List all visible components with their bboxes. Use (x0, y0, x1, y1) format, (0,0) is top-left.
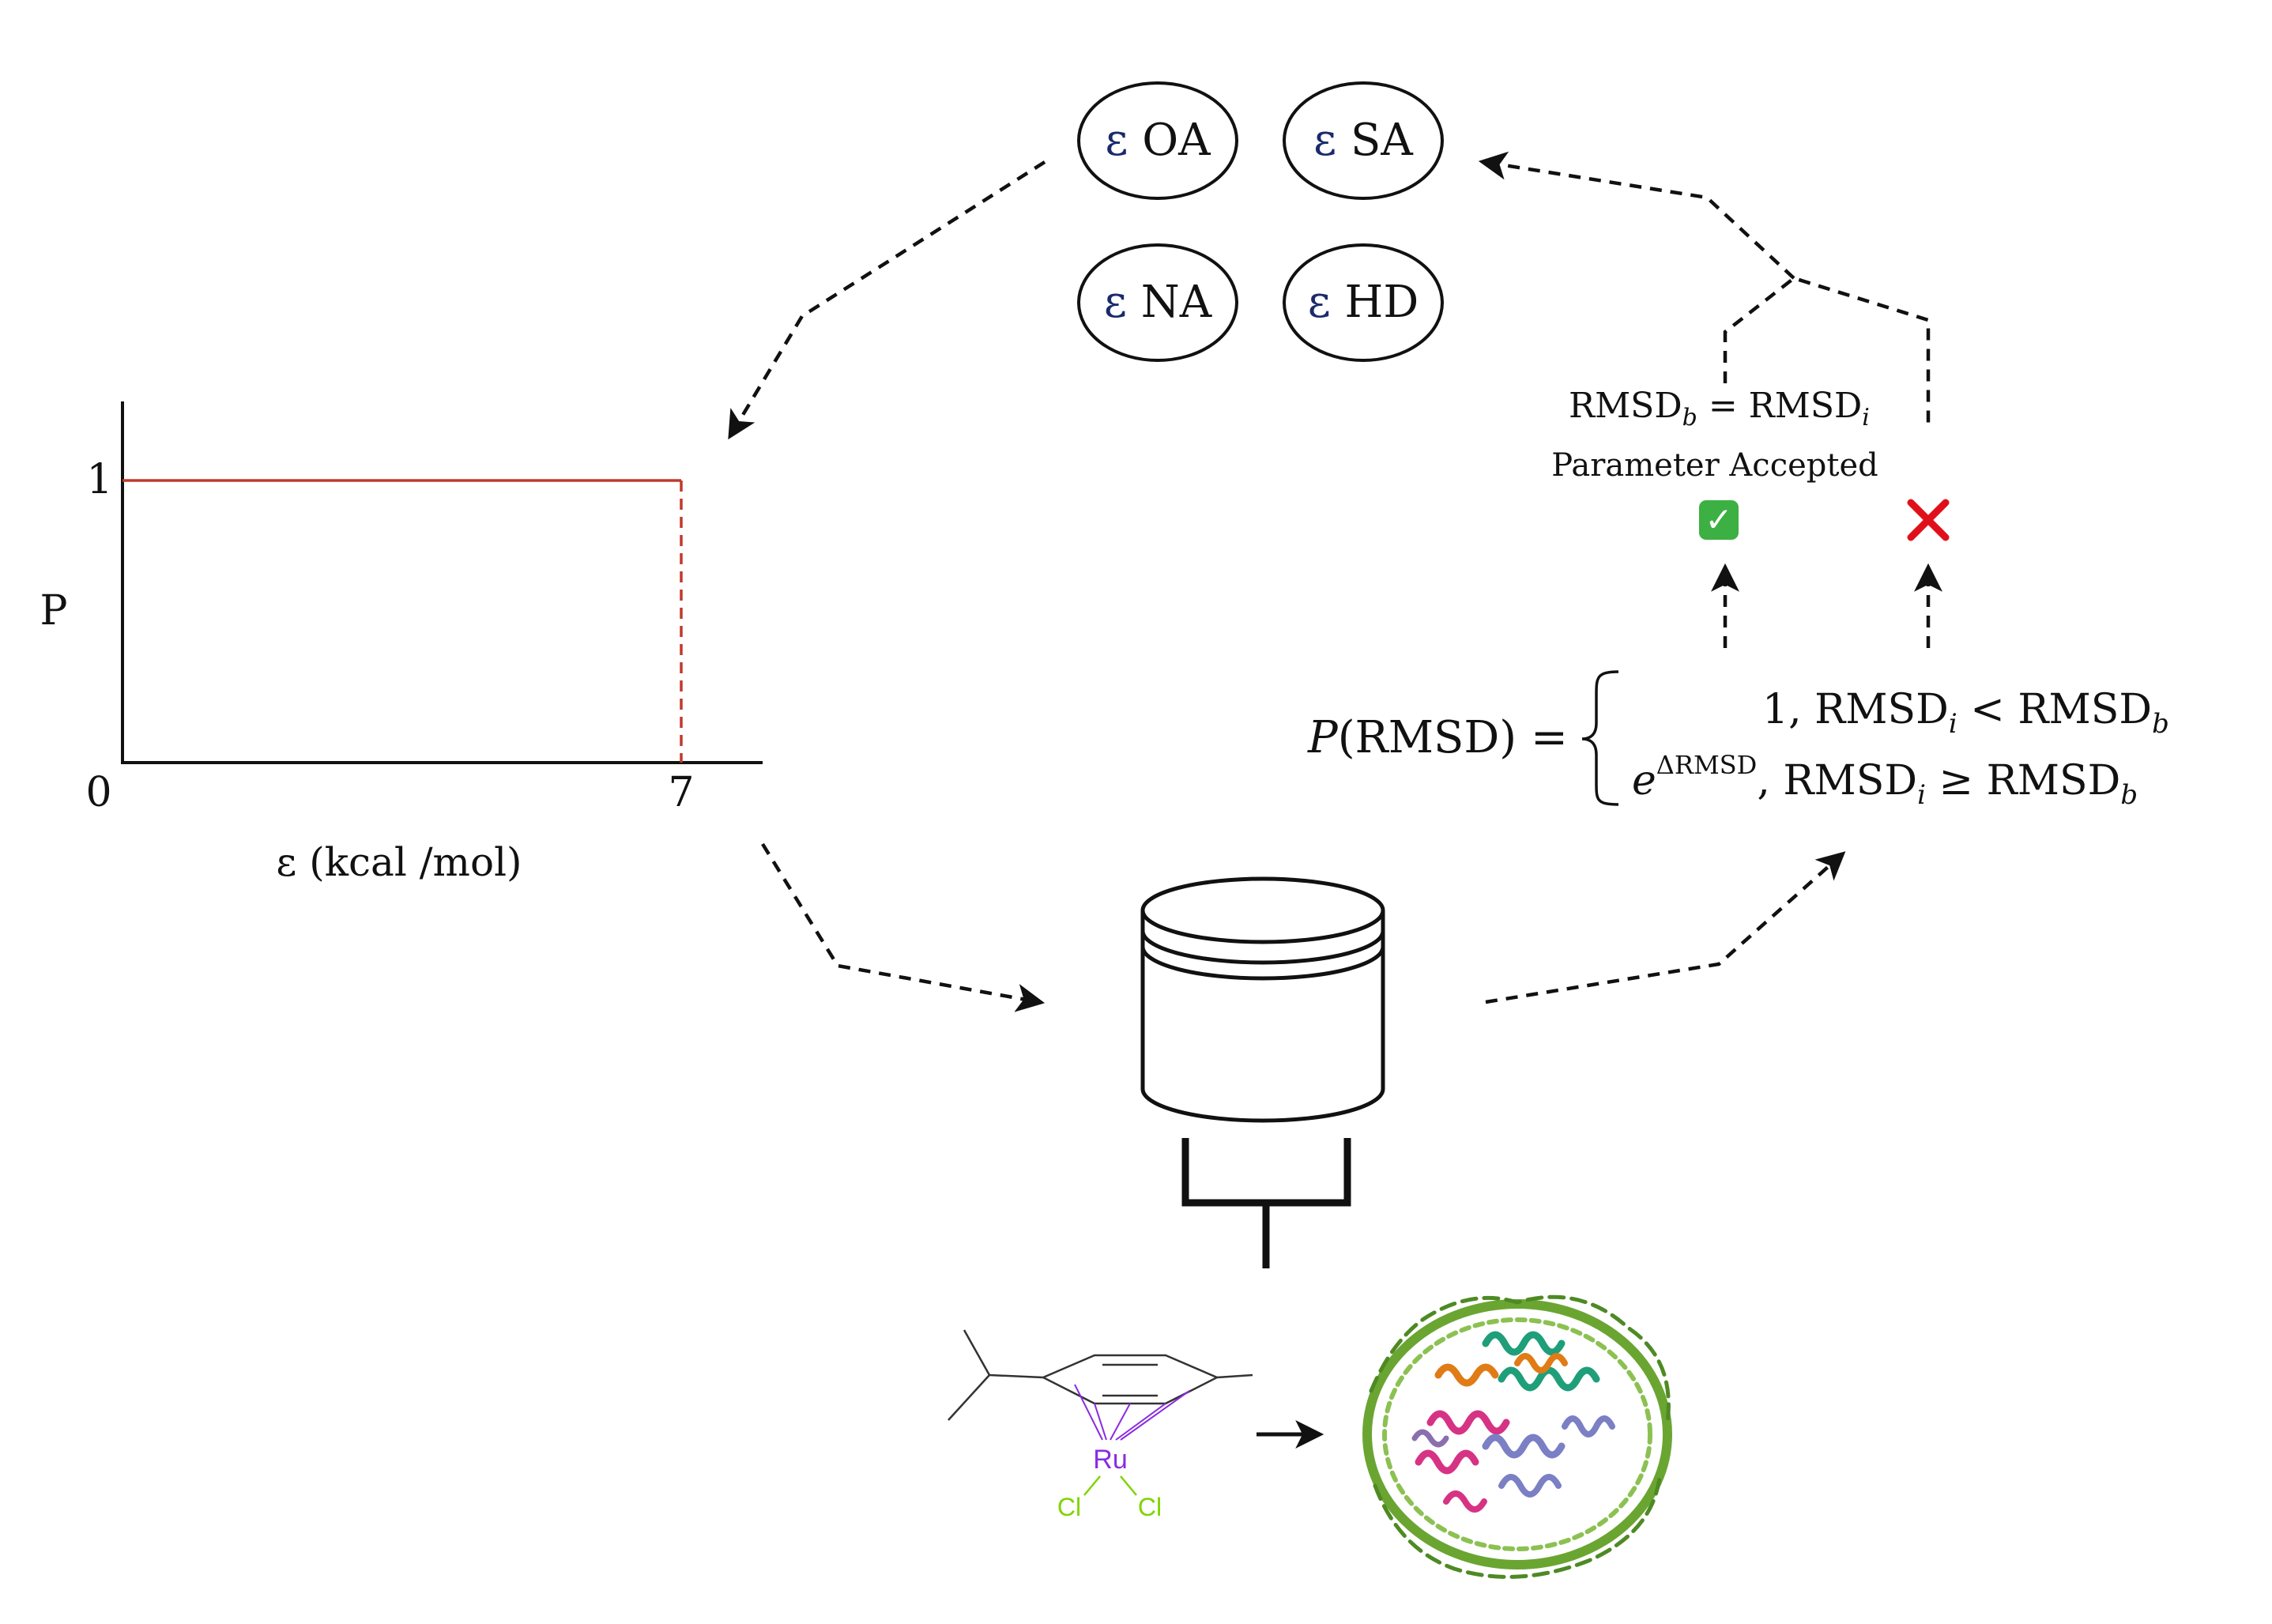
case-1: 1, RMSDi < RMSDb (1762, 686, 2169, 740)
parameter-na: ε NA (1077, 243, 1238, 362)
prior-uniform-plot: 1 P 0 7 ε (kcal /mol) (40, 401, 763, 885)
nucleosome-structure-icon (1362, 1294, 1672, 1579)
parameter-oa: ε OA (1077, 81, 1238, 200)
parameter-hd: ε HD (1283, 243, 1444, 362)
ruthenium-atom-label: Ru (1093, 1445, 1127, 1475)
x-tick-7: 7 (668, 769, 694, 816)
database-cylinder-icon (1140, 876, 1385, 1123)
y-tick-1: 1 (86, 456, 112, 503)
epsilon-symbol: ε (1105, 115, 1128, 166)
y-axis-label: P (40, 587, 68, 635)
update-rule: RMSDb = RMSDi Parameter Accepted (1551, 386, 1878, 484)
arrow-feedback-to-params (1478, 151, 1795, 280)
svg-text:✓: ✓ (1705, 501, 1732, 538)
rule-lhs: P(RMSD) = (1307, 712, 1568, 763)
svg-text:ε SA: ε SA (1313, 115, 1413, 166)
case-2: eΔRMSD, RMSDi ≥ RMSDb (1632, 750, 2138, 811)
parameter-name: NA (1141, 277, 1212, 328)
epsilon-symbol: ε (1308, 277, 1331, 328)
parameter-name: OA (1142, 115, 1211, 166)
arrow-prior-to-docking (761, 842, 1046, 1012)
parameter-accepted-label: Parameter Accepted (1551, 447, 1878, 484)
x-axis-label: ε (kcal /mol) (276, 839, 522, 885)
acceptance-rule: P(RMSD) = 1, RMSDi < RMSDb eΔRMSD, RMSDi… (1307, 670, 2169, 811)
accept-check-icon: ✓ (1699, 500, 1739, 540)
reject-cross-icon (1907, 499, 1950, 541)
arrow-params-to-prior (728, 160, 1046, 440)
connector-bracket (1181, 1138, 1351, 1268)
parameter-sa: ε SA (1283, 81, 1444, 200)
piecewise-brace (1581, 670, 1619, 806)
parameter-name: HD (1345, 277, 1419, 328)
chloride-left-label: Cl (1057, 1493, 1081, 1521)
epsilon-symbol: ε (1104, 277, 1127, 328)
svg-text:ε NA: ε NA (1104, 277, 1212, 328)
epsilon-symbol: ε (1313, 115, 1336, 166)
rmsd-update-equation: RMSDb = RMSDi (1569, 386, 1870, 431)
arrow-docking-to-rule (1485, 851, 1846, 1004)
ruthenium-complex-structure (948, 1329, 1253, 1496)
x-tick-0: 0 (85, 769, 111, 816)
svg-text:ε OA: ε OA (1105, 115, 1211, 166)
svg-text:ε HD: ε HD (1308, 277, 1419, 328)
feedback-branch (1723, 276, 1931, 427)
chloride-right-label: Cl (1138, 1493, 1162, 1521)
parameter-name: SA (1351, 115, 1413, 166)
